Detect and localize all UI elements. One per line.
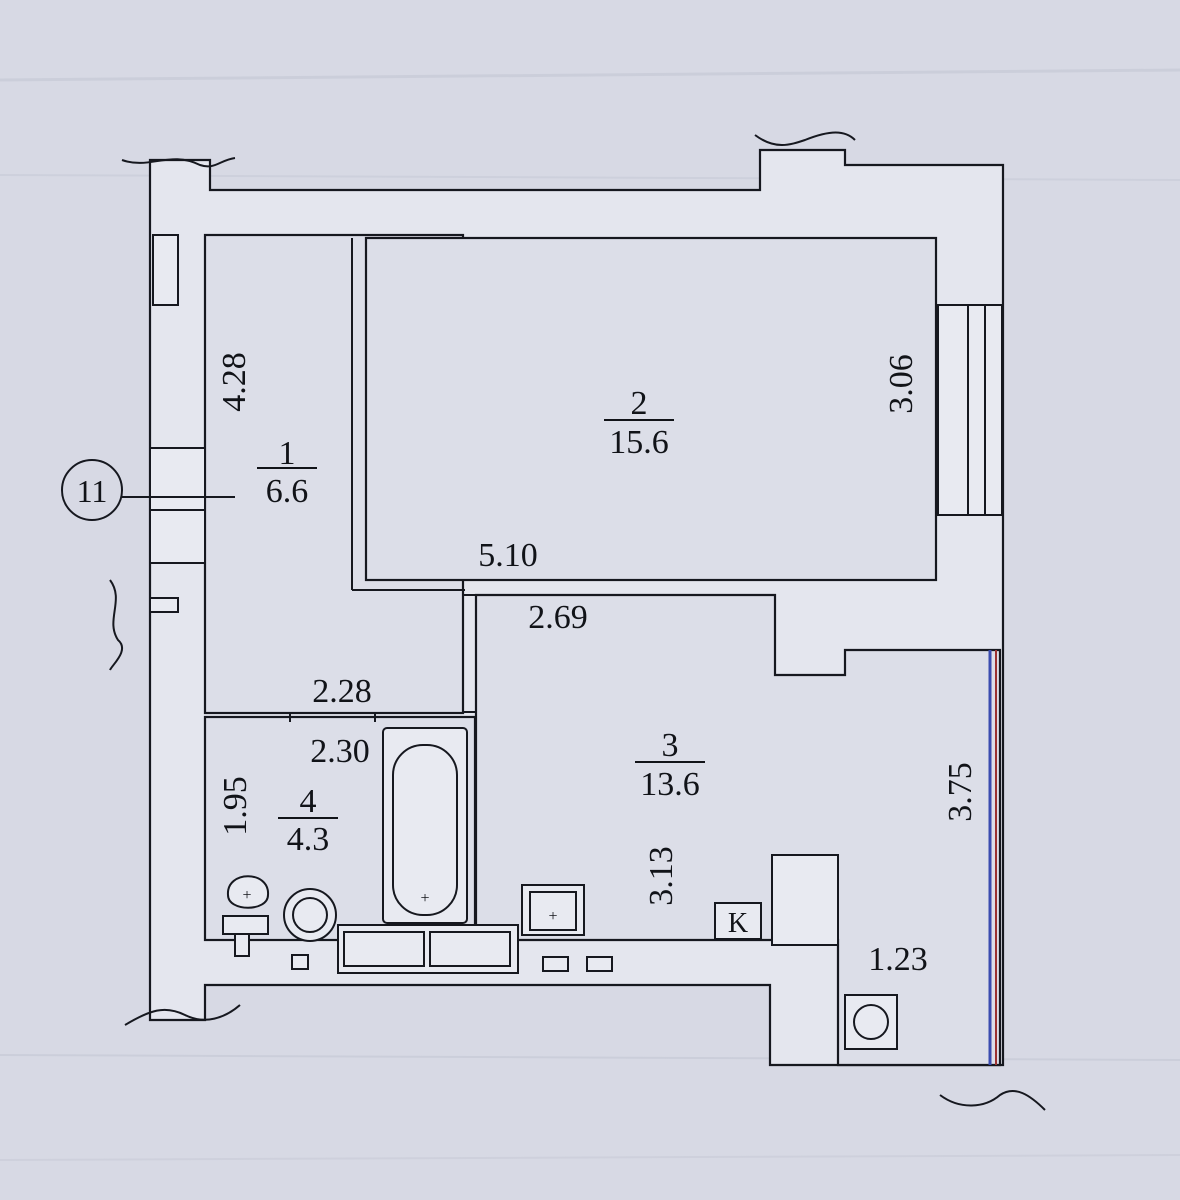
dim-room2-height: 3.06 [883, 354, 920, 414]
room-1-label: 1 6.6 [257, 435, 317, 510]
dim-loggia-width: 1.23 [868, 941, 928, 978]
dim-room3-right-height: 3.75 [942, 762, 979, 822]
window-room-2 [937, 304, 1003, 516]
radiator-blocks [291, 924, 613, 974]
loggia-washer [844, 994, 898, 1050]
room-3-outline [474, 593, 1002, 1067]
svg-text:4.3: 4.3 [287, 821, 330, 858]
svg-text:+: + [548, 908, 557, 925]
apartment-marker: 11 [61, 459, 235, 521]
wall-break-marks [109, 131, 1046, 1111]
dim-room2-width: 5.10 [478, 537, 538, 574]
bathtub: + [382, 727, 468, 924]
ventilation-shaft-marker: K [714, 902, 762, 940]
door-ticks [289, 594, 476, 722]
toilet: + [222, 875, 270, 957]
svg-text:+: + [242, 887, 251, 904]
kitchen-sink: + [521, 884, 585, 936]
svg-text:11: 11 [77, 473, 108, 509]
dim-bath-height: 1.95 [217, 776, 254, 836]
svg-text:2: 2 [631, 385, 648, 422]
room-4-label: 4 4.3 [278, 783, 338, 858]
balcony-door-strip [988, 650, 997, 1065]
dim-bath-width: 2.30 [310, 733, 370, 770]
svg-text:15.6: 15.6 [609, 424, 669, 461]
bathroom-sink [283, 888, 337, 942]
room-2-label: 2 15.6 [604, 385, 674, 461]
room-3-label: 3 13.6 [635, 727, 705, 803]
kitchen-column [771, 854, 839, 946]
svg-text:3: 3 [662, 727, 679, 764]
svg-text:13.6: 13.6 [640, 766, 700, 803]
svg-text:4: 4 [300, 783, 317, 820]
room-2-outline [364, 236, 938, 582]
dim-room3-width: 2.69 [528, 599, 588, 636]
svg-text:+: + [420, 890, 429, 907]
svg-text:6.6: 6.6 [266, 473, 309, 510]
svg-text:K: K [728, 908, 748, 939]
dim-room3-height: 3.13 [643, 846, 680, 906]
dim-room1-width: 2.28 [312, 673, 372, 710]
left-wall-details [149, 234, 206, 613]
svg-text:1: 1 [279, 435, 296, 472]
dim-room1-height: 4.28 [216, 352, 253, 412]
